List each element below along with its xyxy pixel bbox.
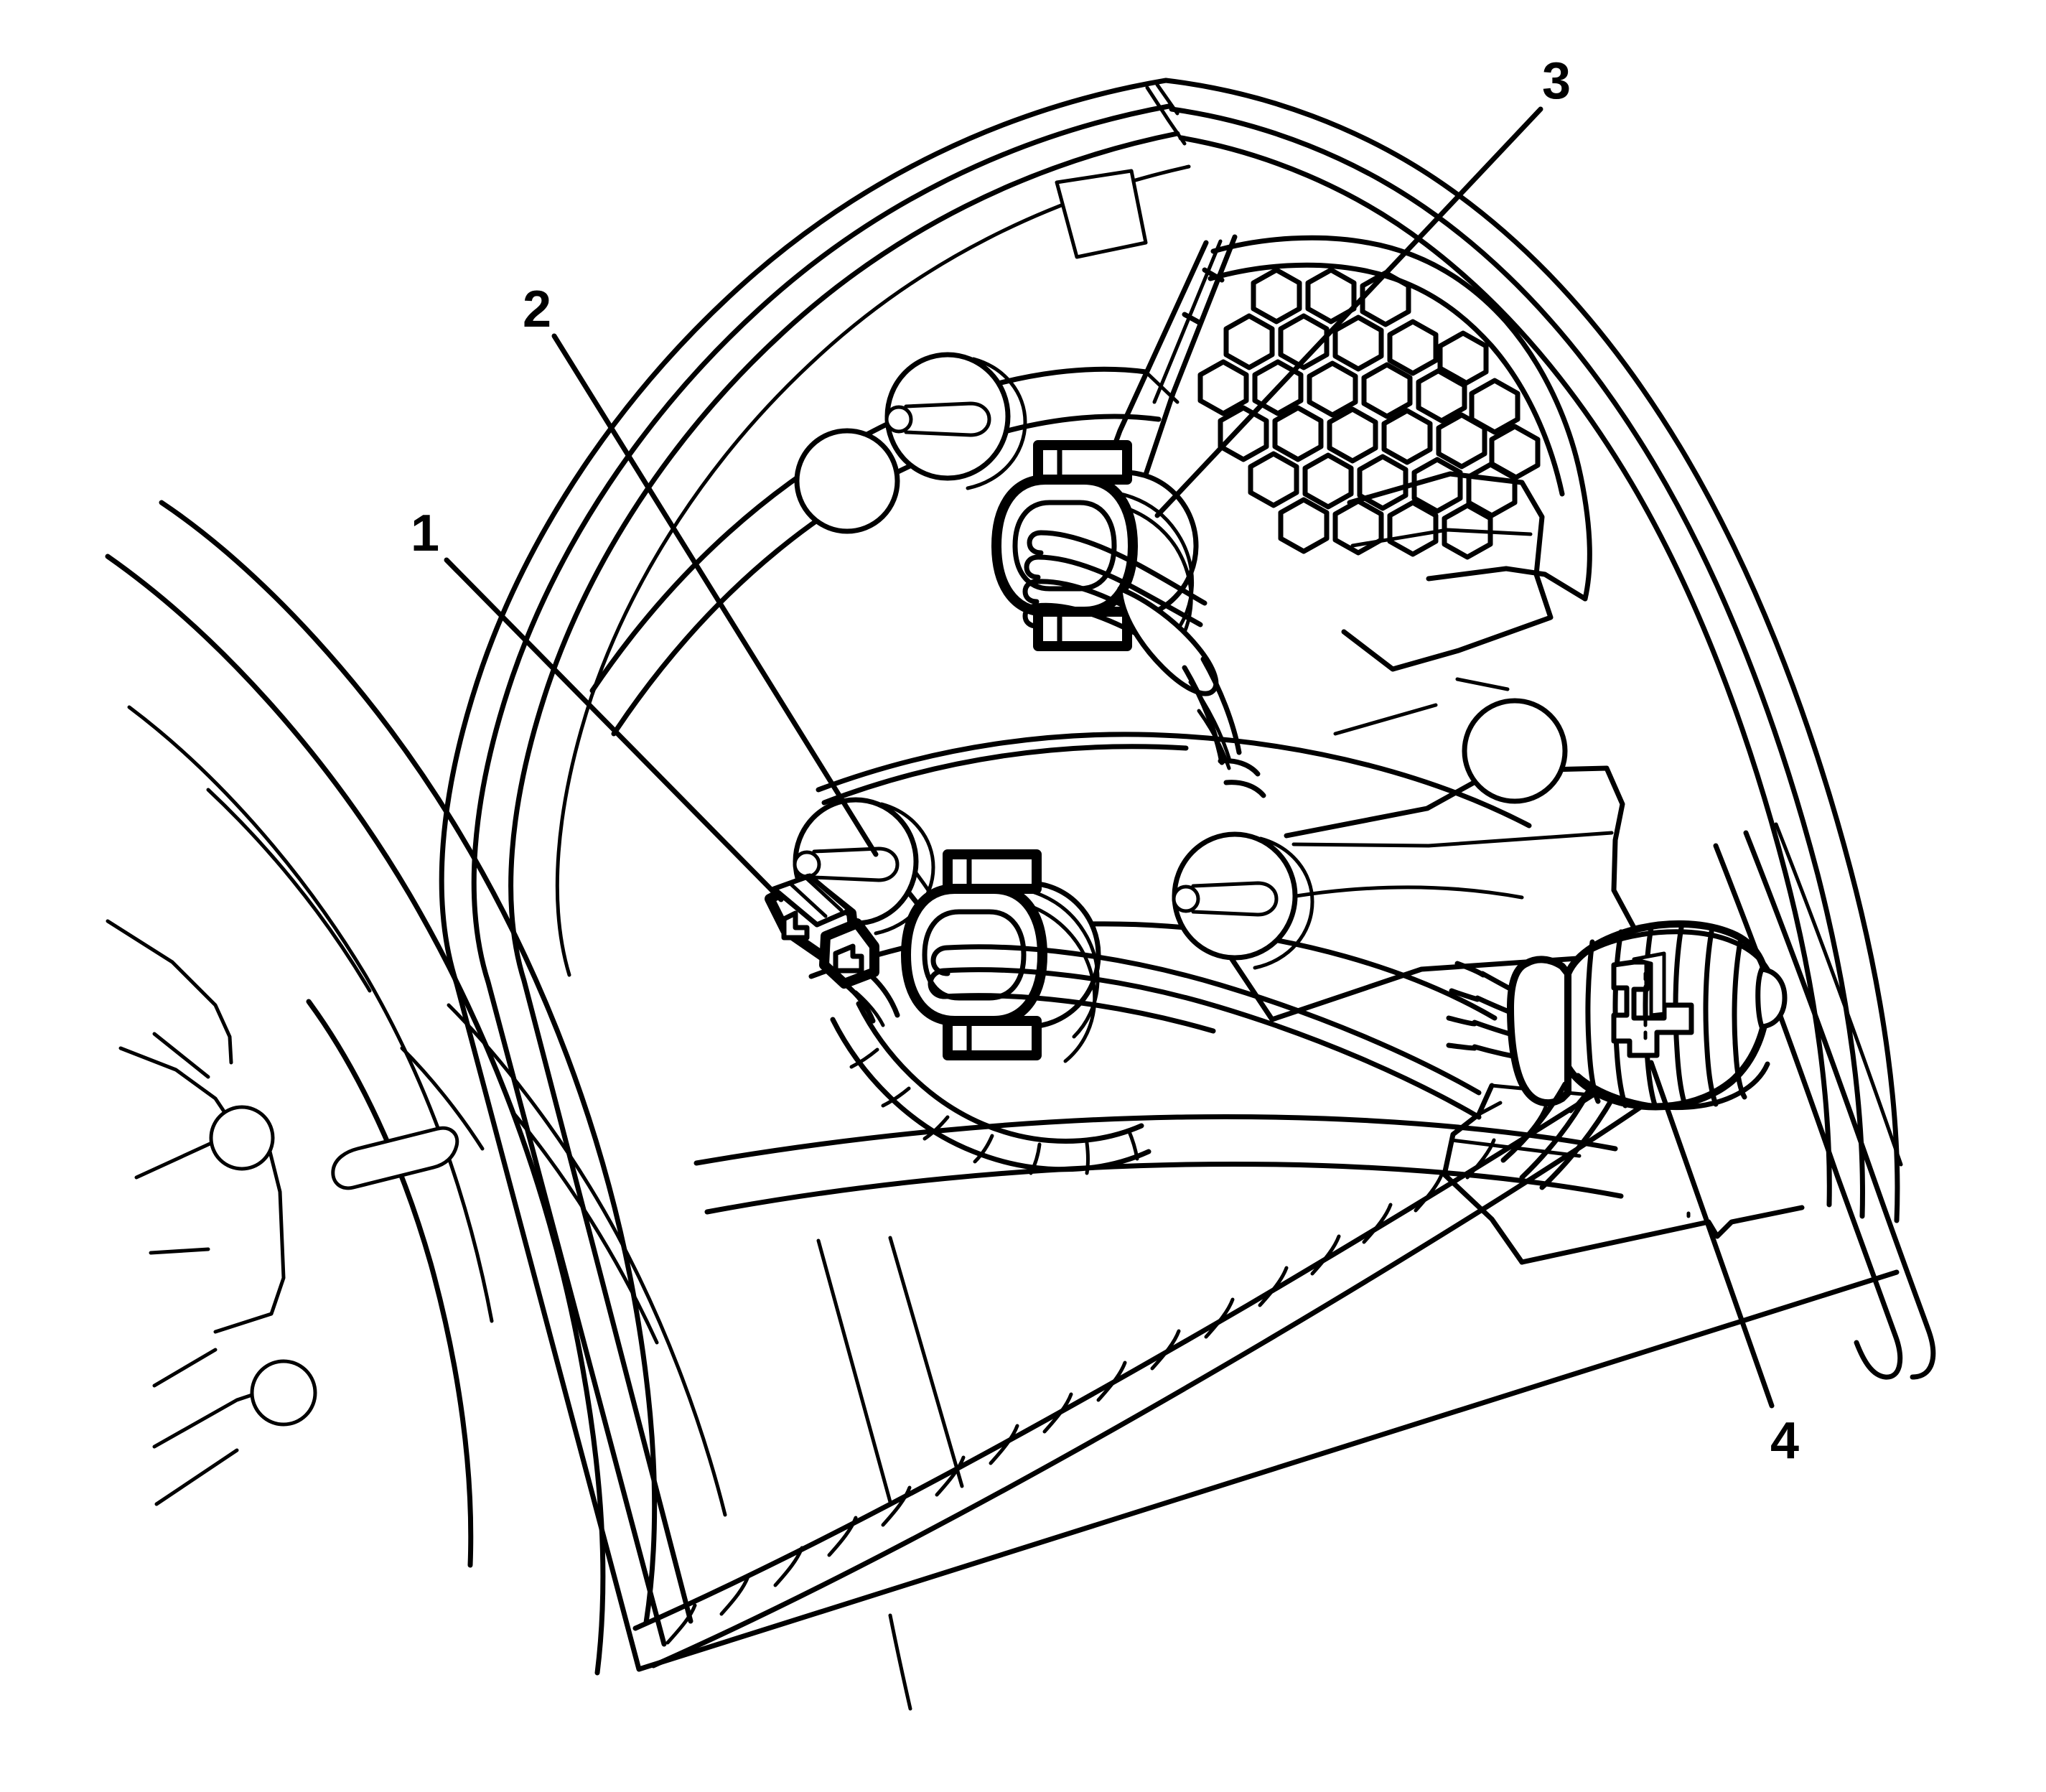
small-electrical-connector [765, 873, 900, 1027]
mounting-stud-c [1172, 831, 1314, 970]
locator-hole-b [1462, 698, 1568, 804]
tail-lamp-housing [439, 78, 1900, 1672]
callout-1-leader [444, 557, 784, 902]
callout-2-leader [551, 333, 879, 857]
mounting-stud-a [884, 352, 1027, 490]
callout-1-label: 1 [411, 505, 439, 562]
callout-3-leader [1154, 106, 1543, 518]
honeycomb-vent-panel [1182, 235, 1592, 602]
callout-4-leader [1648, 1060, 1775, 1409]
housing-internal-structure [589, 169, 1647, 1711]
wheel-hub [105, 500, 727, 1676]
ribbed-harness-connector [1446, 920, 1788, 1190]
callout-4-label: 4 [1770, 1412, 1799, 1470]
upper-bulb-socket [991, 440, 1266, 798]
center-bulb-socket [830, 849, 1482, 1175]
convoluted-conduit [632, 1064, 1654, 1669]
callouts-layer: 1 2 3 4 [411, 52, 1799, 1470]
callout-2-label: 2 [523, 281, 551, 338]
callout-3-label: 3 [1542, 52, 1571, 110]
locator-hole-a [794, 428, 900, 534]
